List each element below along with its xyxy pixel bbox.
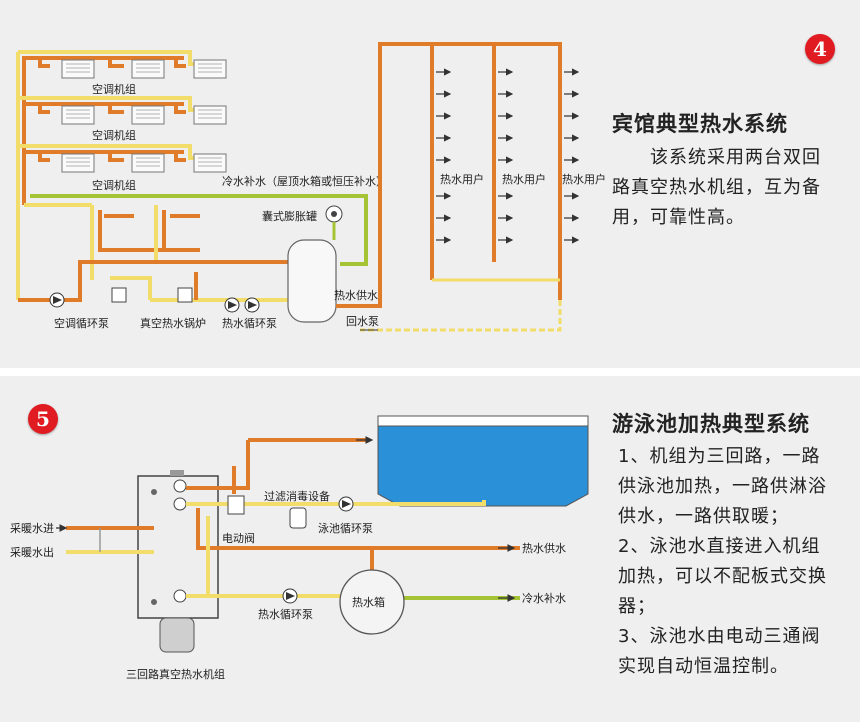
hot-water-tank <box>287 239 337 323</box>
hotel-hot-water-panel: 空调机组 空调机组 空调机组 冷水补水（屋顶水箱或恒压补水） <box>0 0 860 368</box>
pool-description: 1、机组为三回路，一路 供泳池加热，一路供淋浴 供水，一路供取暖； 2、泳池水直… <box>618 442 856 682</box>
expansion-tank-label: 囊式膨胀罐 <box>262 209 317 223</box>
hot-supply-label: 热水供水 <box>522 541 566 555</box>
hot-supply-main <box>336 42 562 332</box>
return-pump-label: 回水泵 <box>346 315 379 328</box>
filter-device <box>227 495 307 529</box>
hot-water-tank <box>339 569 405 635</box>
boiler-piping <box>18 205 290 302</box>
hot-user-label-2: 热水用户 <box>502 172 546 186</box>
section-badge-4: 4 <box>805 34 835 64</box>
ac-units <box>61 59 227 173</box>
cold-makeup-label: 冷水补水（屋顶水箱或恒压补水） <box>222 174 387 188</box>
pool-title: 游泳池加热典型系统 <box>612 412 810 436</box>
user-taps <box>436 68 580 244</box>
swimming-pool <box>377 415 589 507</box>
electric-valve-label: 电动阀 <box>222 531 255 545</box>
ac-unit-rows <box>18 50 200 162</box>
hot-tank-label: 热水箱 <box>352 595 385 609</box>
hot-user-label-3: 热水用户 <box>562 172 606 186</box>
hot-pump-label: 热水循环泵 <box>222 317 277 330</box>
ac-circulation-pump <box>49 292 65 308</box>
ac-unit-label-2: 空调机组 <box>92 128 136 142</box>
hot-user-label-1: 热水用户 <box>440 172 484 186</box>
pool-pump-label: 泳池循环泵 <box>318 521 373 535</box>
ac-riser-pipes <box>16 52 26 300</box>
filter-label: 过滤消毒设备 <box>264 489 330 503</box>
hot-supply-label: 热水供水 <box>334 288 378 302</box>
hotel-desc-line-3: 用，可靠性高。 <box>612 207 745 228</box>
ac-pump-label: 空调循环泵 <box>54 316 109 330</box>
heating-in-label: 采暖水进 <box>10 522 54 535</box>
pool-desc-line-7: 3、泳池水由电动三通阀 <box>618 626 821 647</box>
cold-makeup-pipe <box>24 194 368 266</box>
section-badge-5: 5 <box>28 404 58 434</box>
pool-desc-line-2: 供泳池加热，一路供淋浴 <box>618 476 827 497</box>
expansion-tank <box>325 205 343 240</box>
cold-makeup-label: 冷水补水 <box>522 592 566 605</box>
pool-desc-line-8: 实现自动恒温控制。 <box>618 656 789 677</box>
hotel-description: 该系统采用两台双回 路真空热水机组，互为备 用，可靠性高。 <box>612 143 852 233</box>
pool-desc-line-4: 2、泳池水直接进入机组 <box>618 536 821 557</box>
pool-pipes <box>66 438 520 600</box>
pool-system-diagram: 过滤消毒设备 采暖水进 采暖水出 电动阀 泳池循环泵 热水供水 热水箱 冷水补水… <box>10 415 589 681</box>
hotel-desc-line-2: 路真空热水机组，互为备 <box>612 177 821 198</box>
pool-desc-line-1: 1、机组为三回路，一路 <box>618 446 821 467</box>
hot-water-pump <box>224 297 260 313</box>
pool-desc-line-3: 供水，一路供取暖； <box>618 506 789 527</box>
ac-unit-label-1: 空调机组 <box>92 82 136 96</box>
ac-unit-label-3: 空调机组 <box>92 178 136 192</box>
pool-desc-line-6: 器； <box>618 596 656 617</box>
boiler-label: 真空热水锅炉 <box>140 316 206 330</box>
hot-pump-label: 热水循环泵 <box>258 608 313 621</box>
pool-heating-panel: 过滤消毒设备 采暖水进 采暖水出 电动阀 泳池循环泵 热水供水 热水箱 冷水补水… <box>0 376 860 722</box>
pool-desc-line-5: 加热，可以不配板式交换 <box>618 566 827 587</box>
heating-out-label: 采暖水出 <box>10 545 54 559</box>
unit-label: 三回路真空热水机组 <box>126 667 225 681</box>
hot-water-pump <box>282 588 298 604</box>
hotel-title: 宾馆典型热水系统 <box>612 112 788 136</box>
pool-circulation-pump <box>338 496 354 512</box>
hotel-system-diagram: 空调机组 空调机组 空调机组 冷水补水（屋顶水箱或恒压补水） <box>16 42 606 332</box>
hotel-desc-line-1: 该系统采用两台双回 <box>650 147 821 168</box>
